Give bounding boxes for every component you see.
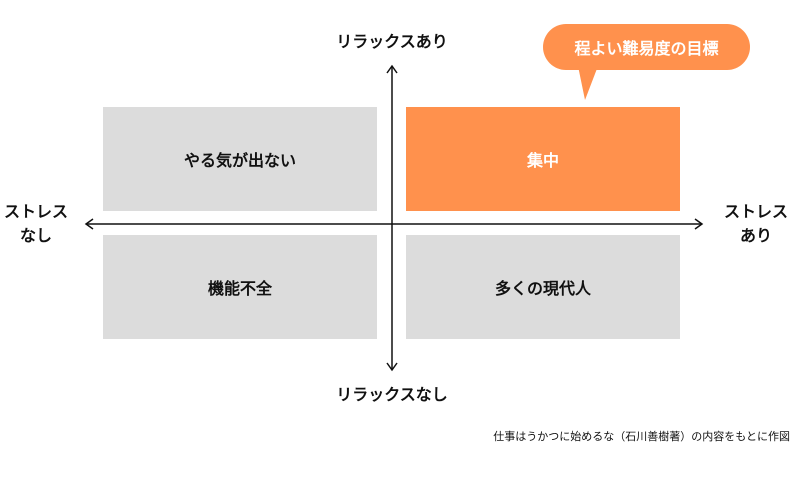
axis-label-bottom: リラックスなし xyxy=(336,385,448,404)
quadrant-label: 多くの現代人 xyxy=(494,279,591,298)
axis-label-right-line2: あり xyxy=(739,226,772,245)
quadrant-label: 機能不全 xyxy=(207,279,272,298)
axis-label-left-line1: ストレス xyxy=(3,202,68,221)
axis-label-left: ストレス なし xyxy=(0,200,72,248)
quadrant-label: やる気が出ない xyxy=(183,151,296,170)
quadrant-bottom-right: 多くの現代人 xyxy=(406,235,680,339)
axis-label-left-line2: なし xyxy=(19,226,52,245)
callout-bubble xyxy=(543,24,750,100)
arrow-left-icon xyxy=(84,218,94,230)
arrow-up-icon xyxy=(386,64,398,74)
axis-label-top: リラックスあり xyxy=(336,32,448,51)
axis-label-right-line1: ストレス xyxy=(723,202,788,221)
arrow-right-icon xyxy=(694,218,704,230)
source-note: 仕事はうかつに始めるな（石川善樹著）の内容をもとに作図 xyxy=(493,430,790,443)
quadrant-bottom-left: 機能不全 xyxy=(103,235,377,339)
arrow-down-icon xyxy=(386,362,398,372)
quadrant-label: 集中 xyxy=(526,151,559,170)
quadrant-top-left: やる気が出ない xyxy=(103,107,377,211)
quadrant-top-right: 集中 xyxy=(406,107,680,211)
callout-text: 程よい難易度の目標 xyxy=(574,39,719,58)
axis-label-right: ストレス あり xyxy=(716,200,796,248)
